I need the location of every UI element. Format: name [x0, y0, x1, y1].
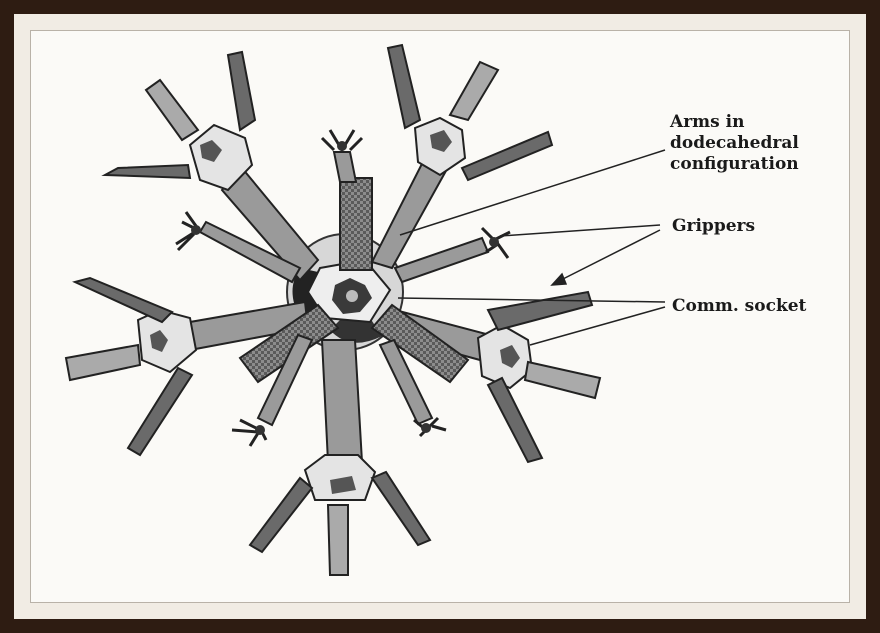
grippers-label: Grippers	[672, 216, 756, 236]
arms-label: Arms in dodecahedral configuration	[670, 112, 799, 175]
arm-lower-right	[386, 290, 602, 464]
comm-socket-label: Comm. socket	[672, 296, 807, 316]
gripper-arm-top	[320, 129, 364, 183]
folded-arm-lower-left	[238, 303, 340, 384]
arm-bottom	[248, 339, 432, 576]
arms-label-line-3: configuration	[670, 154, 799, 174]
arm-left	[64, 276, 310, 457]
folded-arm-top	[339, 177, 373, 271]
gripper-arm-lower-right	[378, 338, 447, 438]
arm-upper-left	[101, 50, 320, 282]
callout-lines	[397, 149, 666, 346]
comm-socket-callout-line-2	[529, 306, 666, 346]
gripper-arm-lower-left	[231, 333, 314, 447]
gripper-arm-left	[175, 211, 302, 284]
comm-socket	[332, 278, 372, 314]
arms-callout-line	[399, 149, 666, 236]
folded-arm-lower-right	[370, 303, 470, 384]
comm-socket-callout-line-1	[397, 297, 666, 303]
grippers-callout-line-1	[499, 224, 661, 237]
gripper-arm-right	[393, 226, 511, 284]
grippers-arrowhead	[550, 272, 568, 286]
arm-upper-right	[370, 43, 554, 270]
arms-label-line-2: dodecahedral	[670, 133, 799, 153]
arms-label-line-1: Arms in	[670, 112, 745, 132]
grippers-callout-line-2	[556, 229, 661, 283]
